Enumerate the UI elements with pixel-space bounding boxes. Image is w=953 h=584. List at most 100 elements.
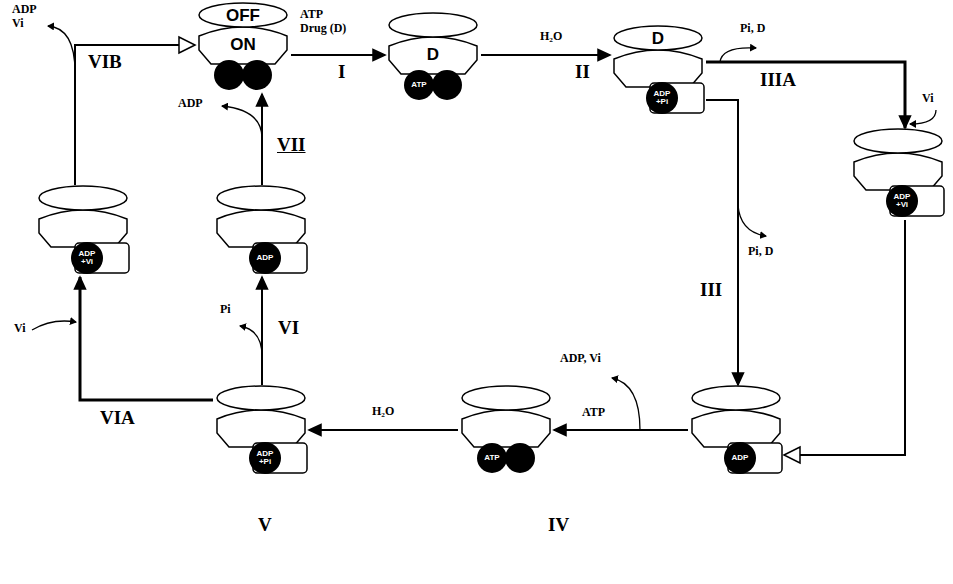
reactant-label: Pi, D [740, 22, 765, 36]
arrow-shaft [75, 45, 195, 185]
state-letter: D [427, 46, 439, 63]
release-arrow [240, 326, 262, 356]
transmembrane-body [854, 153, 942, 190]
reactant-label: Vi [14, 322, 26, 336]
release-arrow [48, 26, 75, 72]
nucleotide-label: ADP +Pi [251, 450, 279, 467]
reaction-arrow [554, 425, 688, 436]
arrow-shaft [309, 429, 458, 431]
arrow-head [900, 116, 911, 128]
nucleotide-site [242, 60, 272, 90]
reactant-label: Pi [220, 303, 231, 317]
protein-state: ADP [213, 185, 309, 277]
reaction-arrow [291, 50, 385, 61]
step-number: VIB [88, 52, 122, 71]
reactant-label: H₂O [372, 405, 394, 419]
reaction-arrow [706, 62, 911, 128]
arrow-head [257, 277, 268, 289]
reactant-label: Pi, D [748, 245, 773, 259]
drug-site-ellipse [217, 186, 305, 210]
drug-site-ellipse [462, 386, 550, 410]
arrow-shaft [706, 100, 738, 385]
nucleotide-site [505, 443, 535, 473]
drug-site-ellipse [39, 186, 127, 210]
nucleotide-label: ATP [405, 81, 433, 89]
step-number: III [700, 280, 722, 299]
arrow-head [75, 277, 86, 289]
state-letter: OFF [226, 7, 260, 24]
reaction-arrow [481, 50, 610, 61]
reaction-arrow [257, 94, 268, 185]
step-number: II [575, 62, 590, 81]
step-number: IIIA [760, 70, 796, 89]
reactant-label: ADP Vi [12, 3, 46, 31]
transmembrane-body [217, 410, 305, 447]
arrow-shaft [80, 277, 213, 400]
reaction-arrow [75, 37, 195, 185]
release-arrow [738, 205, 766, 236]
bound-nucleotide [71, 242, 103, 274]
arrow-head [179, 37, 195, 53]
state-letter: ON [230, 36, 256, 53]
drug-site-ellipse [217, 386, 305, 410]
arrow-head [309, 425, 321, 436]
nucleotide-site [477, 443, 507, 473]
arrow-head [598, 50, 610, 61]
arrow-shaft [291, 54, 385, 56]
reactant-label: Vi [922, 92, 934, 106]
step-number: IV [548, 515, 569, 534]
reactant-label: ADP, Vi [560, 352, 601, 366]
drug-site-ellipse [614, 26, 702, 50]
arrow-shaft [784, 220, 905, 455]
transmembrane-body [39, 210, 127, 247]
protein-state: ADP [688, 385, 784, 477]
state-letter: D [652, 30, 664, 47]
step-number: VII [277, 135, 306, 154]
release-arrow [222, 106, 262, 138]
arrow-head [257, 94, 268, 106]
drug-site-ellipse [389, 13, 477, 37]
transmembrane-body [389, 37, 477, 74]
nucleotide-site [214, 60, 244, 90]
protein-state: ATP [458, 385, 554, 477]
protein-state: D ATP [385, 12, 481, 104]
arrow-shaft [706, 62, 905, 128]
arrow-head [554, 425, 566, 436]
reaction-arrow [784, 220, 905, 463]
protein-outline [458, 385, 554, 477]
drug-site-ellipse [854, 129, 942, 153]
nucleotide-label: ADP +Pi [648, 90, 676, 107]
transmembrane-body [199, 27, 287, 64]
arrow-head [784, 447, 800, 463]
protein-outline [213, 185, 309, 277]
reaction-arrow [706, 100, 744, 385]
binding-arrow [32, 321, 76, 330]
release-arrow [612, 378, 640, 430]
arrow-head [373, 50, 385, 61]
protein-outline [688, 385, 784, 477]
protein-state: ADP +Vi [850, 128, 946, 220]
arrow-shaft [261, 94, 263, 185]
nucleotide-label: ADP +Vi [73, 250, 101, 267]
nucleotide-site [432, 70, 462, 100]
protein-state: ADP +Pi [213, 385, 309, 477]
bound-nucleotide [249, 442, 281, 474]
arrow-shaft [554, 429, 688, 431]
bound-nucleotide [724, 442, 756, 474]
transmembrane-body [217, 210, 305, 247]
reaction-arrow [309, 425, 458, 436]
arrow-shaft [261, 277, 263, 385]
release-arrow [720, 48, 756, 62]
nucleotide-label: ADP [251, 254, 279, 262]
arrow-shaft [481, 54, 610, 56]
nucleotide-site [404, 70, 434, 100]
reactant-label: ATP [582, 406, 605, 420]
reactant-label: ATP Drug (D) [300, 8, 350, 36]
nucleotide-label: ADP +Vi [888, 193, 916, 210]
drug-site-ellipse [692, 386, 780, 410]
bound-nucleotide [886, 185, 918, 217]
arrow-head [733, 373, 744, 385]
